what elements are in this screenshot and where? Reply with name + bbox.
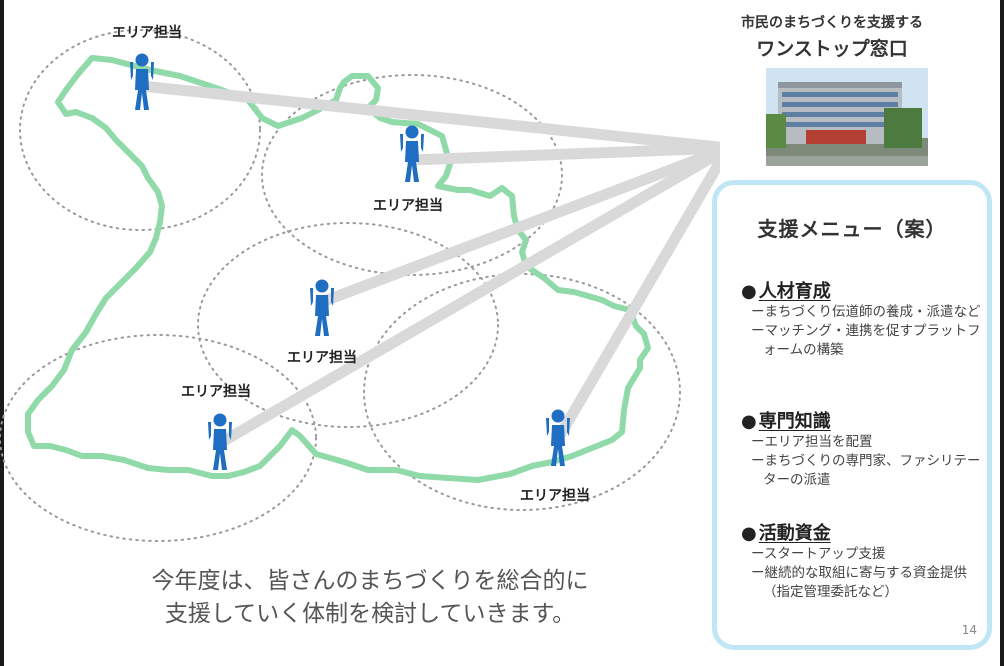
area-label: エリア担当 (287, 349, 357, 366)
area-circle-north (261, 74, 563, 276)
area-label: エリア担当 (112, 24, 182, 41)
section-heading: 専門知識 (758, 411, 831, 432)
area-circles (0, 29, 681, 542)
menu-item: ー継続的な取組に寄与する資金提供（指定管理委託など） (751, 565, 967, 600)
menu-item: ーまちづくりの専門家、ファシリテーターの派遣 (751, 453, 981, 488)
support-menu-panel: 支援メニュー（案） ●人材育成 ーまちづくり伝道師の養成・派遣など ーマッチング… (712, 180, 992, 650)
menu-title: 支援メニュー（案） (757, 217, 947, 241)
bullet-icon: ● (741, 411, 757, 432)
one-stop-header: 市民のまちづくりを支援する ワンストップ窓口 (712, 12, 952, 61)
caption: 今年度は、皆さんのまちづくりを総合的に 支援していく体制を検討していきます。 (60, 565, 680, 631)
area-circle-southwest (0, 334, 317, 542)
section-heading: 人材育成 (758, 281, 831, 302)
caption-line: 今年度は、皆さんのまちづくりを総合的に (151, 568, 589, 594)
area-label: エリア担当 (181, 383, 251, 400)
header-subtitle: 市民のまちづくりを支援する (741, 15, 923, 31)
area-diagram: エリア担当 エリア担当 エリア担当 エリア担当 エリア担当 (0, 24, 720, 542)
header-title: ワンストップ窓口 (756, 38, 908, 60)
section-heading: 活動資金 (758, 523, 831, 544)
connector-southeast (556, 150, 720, 438)
menu-item: ースタートアップ支援 (751, 546, 886, 562)
area-circle-southeast (363, 273, 681, 511)
frame-left (0, 0, 4, 666)
menu-item: ーマッチング・連携を促すプラットフォームの構築 (751, 323, 981, 358)
area-circle-center (197, 222, 499, 428)
page-number: 14 (961, 623, 977, 637)
caption-line: 支援していく体制を検討していきます。 (164, 601, 576, 627)
frame-right (1000, 0, 1004, 666)
connector-northwest (136, 80, 720, 153)
person-icon (400, 125, 424, 182)
menu-section-human-resources: ●人材育成 ーまちづくり伝道師の養成・派遣など ーマッチング・連携を促すプラット… (741, 277, 981, 360)
building-photo (766, 68, 928, 166)
bullet-icon: ● (741, 281, 757, 302)
menu-section-funding: ●活動資金 ースタートアップ支援 ー継続的な取組に寄与する資金提供（指定管理委託… (741, 519, 981, 602)
connectors (136, 80, 720, 448)
menu-section-expertise: ●専門知識 ーエリア担当を配置 ーまちづくりの専門家、ファシリテーターの派遣 (741, 407, 981, 490)
menu-item: ーまちづくり伝道師の養成・派遣など (751, 304, 981, 320)
connector-southwest (216, 146, 720, 448)
connector-north (406, 142, 720, 166)
bullet-icon: ● (741, 523, 757, 544)
person-icon (310, 279, 334, 336)
connector-center (316, 145, 720, 308)
area-label: エリア担当 (373, 197, 443, 214)
menu-item: ーエリア担当を配置 (751, 434, 873, 450)
area-label: エリア担当 (520, 487, 590, 504)
area-circle-northwest (19, 29, 261, 231)
